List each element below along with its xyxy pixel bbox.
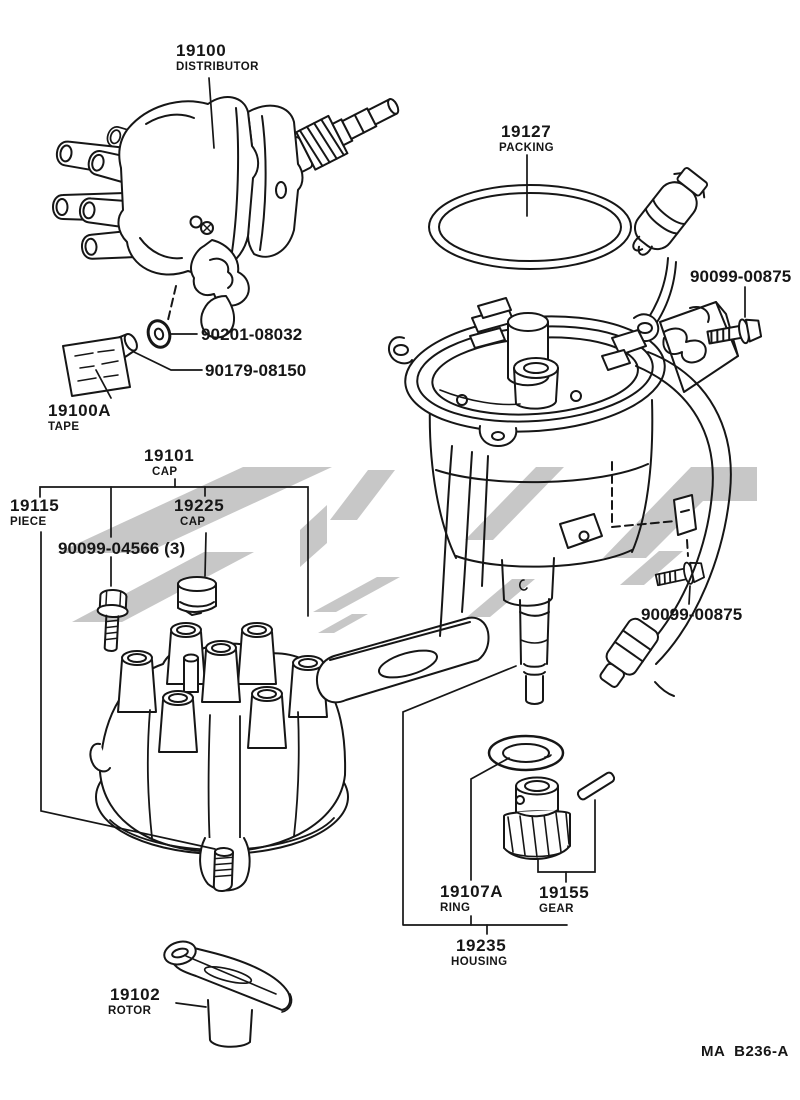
part-label-piece: 19115 PIECE: [10, 497, 59, 529]
part-number: 19100A: [48, 401, 112, 420]
part-number: 19101: [144, 446, 195, 465]
part-name: ROTOR: [108, 1005, 152, 1017]
part-number: 19100: [176, 41, 227, 60]
wire-harness-drawing: [599, 329, 732, 697]
part-label-distributor: 19100 DISTRIBUTOR: [176, 42, 259, 74]
part-label-ring: 19107A RING: [440, 883, 503, 915]
part-label-tape: 19100A TAPE: [48, 402, 111, 434]
packing-oring-drawing: [428, 184, 632, 270]
screw-drawing: [96, 588, 129, 652]
part-number: 90099-04566 (3): [58, 539, 186, 558]
part-number: 19155: [539, 883, 590, 902]
washer-drawing: [146, 319, 172, 349]
part-name: PACKING: [499, 142, 554, 154]
part-label-packing: 19127 PACKING: [499, 122, 554, 155]
part-label-nut: 90179-08150: [205, 362, 306, 379]
part-number: 19102: [110, 985, 161, 1004]
part-name: CAP: [180, 516, 206, 528]
inner-cap-drawing: [177, 576, 217, 616]
part-name: CAP: [152, 466, 178, 478]
distributor-assembly-drawing: [52, 96, 400, 339]
part-name: RING: [440, 902, 471, 914]
part-number: 19127: [501, 122, 552, 141]
ring-drawing: [487, 734, 565, 772]
part-name: PIECE: [10, 516, 47, 528]
part-label-gear: 19155 GEAR: [539, 884, 589, 916]
part-number: 90201-08032: [201, 325, 303, 344]
part-label-inner-cap: 19225 CAP: [174, 497, 224, 529]
part-label-housing: 19235 HOUSING: [451, 936, 507, 969]
gear-drawing: [503, 776, 571, 861]
part-name: GEAR: [539, 903, 574, 915]
piece-stud-drawing: [212, 846, 234, 892]
clamp-bracket-drawing: [659, 301, 739, 393]
part-number: 90179-08150: [205, 361, 307, 380]
part-number: 19235: [456, 936, 507, 955]
part-label-bolt-upper: 90099-00875: [690, 268, 791, 285]
part-label-screw: 90099-04566 (3): [58, 540, 185, 557]
part-number: 19225: [174, 496, 225, 515]
part-number: 19107A: [440, 882, 504, 901]
part-name: TAPE: [48, 421, 80, 433]
part-number: 90099-00875: [690, 267, 792, 286]
part-label-washer: 90201-08032: [201, 326, 302, 343]
housing-drawing: [316, 297, 666, 705]
part-label-bolt-lower: 90099-00875: [641, 606, 742, 623]
part-number: 90099-00875: [641, 605, 743, 624]
cap-drawing: [89, 622, 349, 892]
rotor-drawing: [163, 940, 293, 1048]
part-label-cap: 19101 CAP: [144, 447, 194, 479]
part-number: 19115: [10, 496, 60, 515]
page-code: MA B236-A: [701, 1043, 789, 1060]
pin-drawing: [576, 771, 616, 801]
part-label-rotor: 19102 ROTOR: [108, 985, 161, 1018]
tape-drawing: [62, 336, 131, 397]
leader-lines: [39, 77, 746, 1008]
part-name: DISTRIBUTOR: [176, 61, 259, 73]
condenser-drawing: [632, 167, 709, 256]
part-name: HOUSING: [451, 956, 508, 968]
watermark-logo: [57, 467, 757, 633]
